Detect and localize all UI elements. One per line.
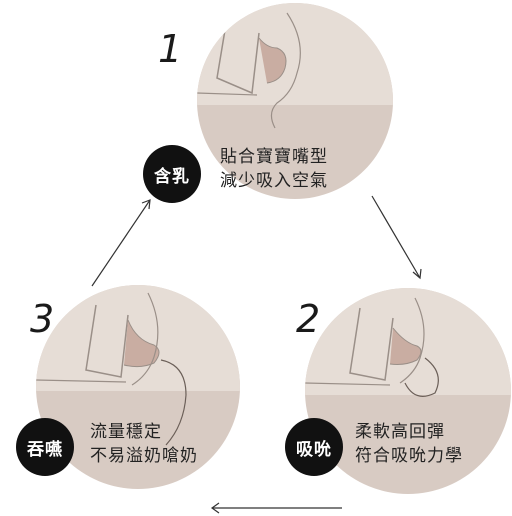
step-1-upper-bg	[197, 3, 393, 105]
step-1-description: 貼合寶寶嘴型 減少吸入空氣	[220, 145, 328, 193]
arrow-step3-to-step1	[91, 199, 151, 287]
step-1-line-1: 貼合寶寶嘴型	[220, 147, 328, 167]
arrow-step1-to-step2	[371, 195, 422, 280]
step-1-number: 1	[158, 27, 183, 71]
step-3-line-2: 不易溢奶嗆奶	[90, 446, 198, 466]
step-2-line-2: 符合吸吮力學	[355, 446, 463, 466]
step-2-badge: 吸吮	[285, 418, 343, 476]
step-2-line-1: 柔軟高回彈	[355, 422, 445, 442]
arrow-step2-to-step3	[210, 502, 342, 514]
step-3-badge: 吞嚥	[16, 418, 74, 476]
step-3-description: 流量穩定 不易溢奶嗆奶	[90, 420, 198, 468]
step-1-illustration	[197, 3, 393, 199]
step-2-description: 柔軟高回彈 符合吸吮力學	[355, 420, 463, 468]
step-2-bottle-drawing	[305, 297, 439, 397]
step-1-badge: 含乳	[143, 145, 201, 203]
step-3-number: 3	[30, 297, 55, 341]
step-1-bottle-drawing	[197, 12, 301, 129]
step-2-number: 2	[296, 297, 321, 341]
step-3-line-1: 流量穩定	[90, 422, 162, 442]
step-1-line-2: 減少吸入空氣	[220, 171, 328, 191]
step-3-bottle-drawing	[36, 292, 187, 446]
